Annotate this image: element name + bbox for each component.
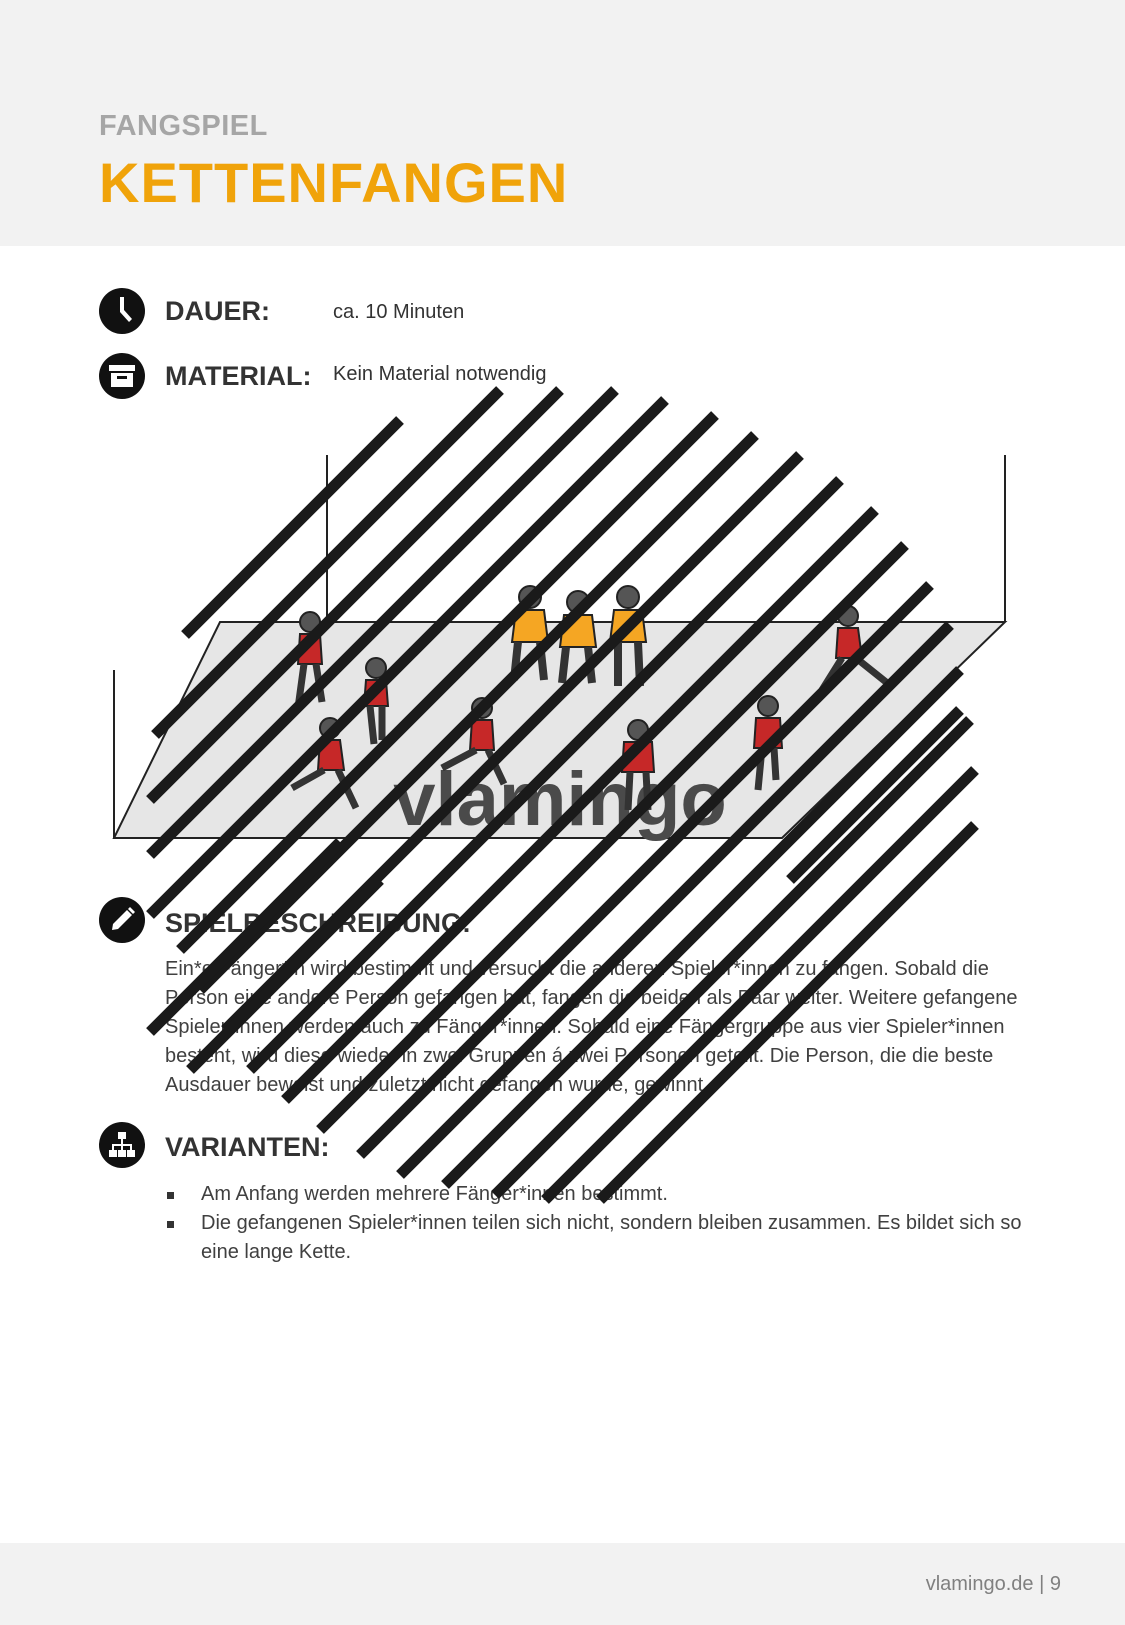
variants-heading: VARIANTEN: [165, 1132, 330, 1162]
page-title: KETTENFANGEN [99, 151, 569, 214]
archive-box-icon [99, 353, 145, 399]
material-label: MATERIAL: [165, 361, 312, 391]
variants-list: Am Anfang werden mehrere Fänger*innen be… [165, 1180, 1045, 1267]
game-illustration: vlamingo [112, 455, 1008, 842]
clock-icon [99, 288, 145, 334]
description-paragraph: Ein*e Fänger*in wird bestimmt und versuc… [165, 958, 1018, 1096]
duration-label: DAUER: [165, 296, 270, 326]
category-label: FANGSPIEL [99, 110, 268, 142]
pencil-icon [99, 897, 145, 943]
list-item: Die gefangenen Spieler*innen teilen sich… [165, 1209, 1045, 1267]
header-band: FANGSPIEL KETTENFANGEN [0, 0, 1125, 246]
footer-page-number: 9 [1049, 1573, 1061, 1595]
duration-value: ca. 10 Minuten [333, 301, 465, 323]
description-text: Ein*e Fänger*in wird bestimmt und versuc… [165, 955, 1045, 1100]
footer-separator: | [1039, 1573, 1045, 1595]
list-item: Am Anfang werden mehrere Fänger*innen be… [165, 1180, 1045, 1209]
footer-site-page: vlamingo.de | 9 [926, 1573, 1061, 1596]
footer-site: vlamingo.de [925, 1573, 1034, 1595]
material-value: Kein Material notwendig [333, 363, 547, 385]
hierarchy-icon [99, 1122, 145, 1168]
description-heading: SPIELBESCHREIBUNG: [165, 908, 472, 938]
footer-band: vlamingo.de | 9 [0, 1543, 1125, 1625]
